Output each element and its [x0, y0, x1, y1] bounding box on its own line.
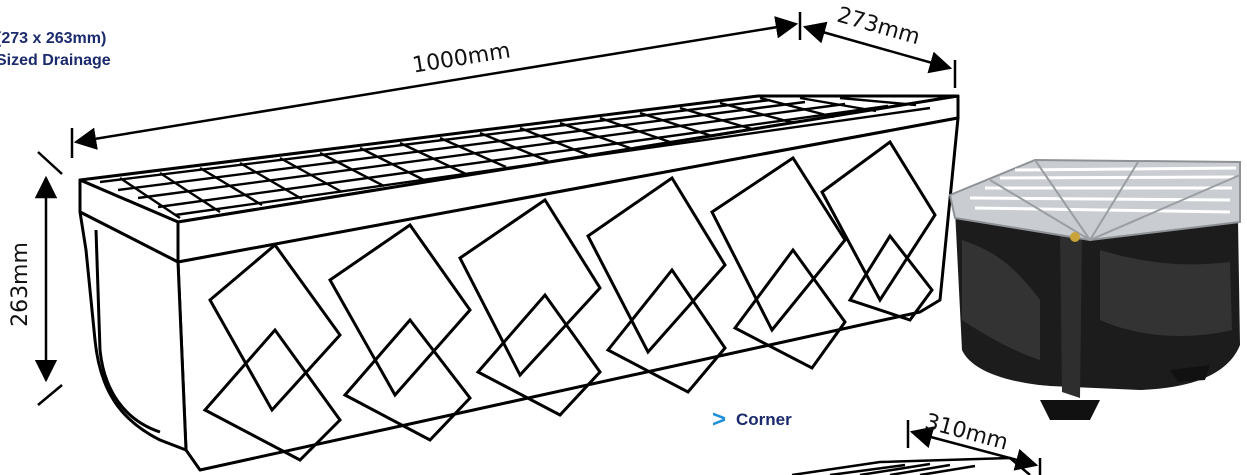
height-dimension-arrow [34, 151, 63, 406]
chevron-right-icon: > [712, 406, 727, 433]
rib-pattern [202, 139, 937, 462]
corner-grate-partial [791, 456, 1031, 475]
corner-dimension-arrow [906, 420, 1042, 475]
length-dimension-arrow [70, 12, 802, 158]
grate-slots [99, 96, 931, 219]
width-dimension-arrow [802, 21, 957, 88]
corner-unit-photo [948, 158, 1241, 420]
corner-link-label: Corner [736, 410, 792, 429]
corner-link[interactable]: > Corner [712, 408, 792, 432]
height-label: 263mm [7, 242, 33, 327]
